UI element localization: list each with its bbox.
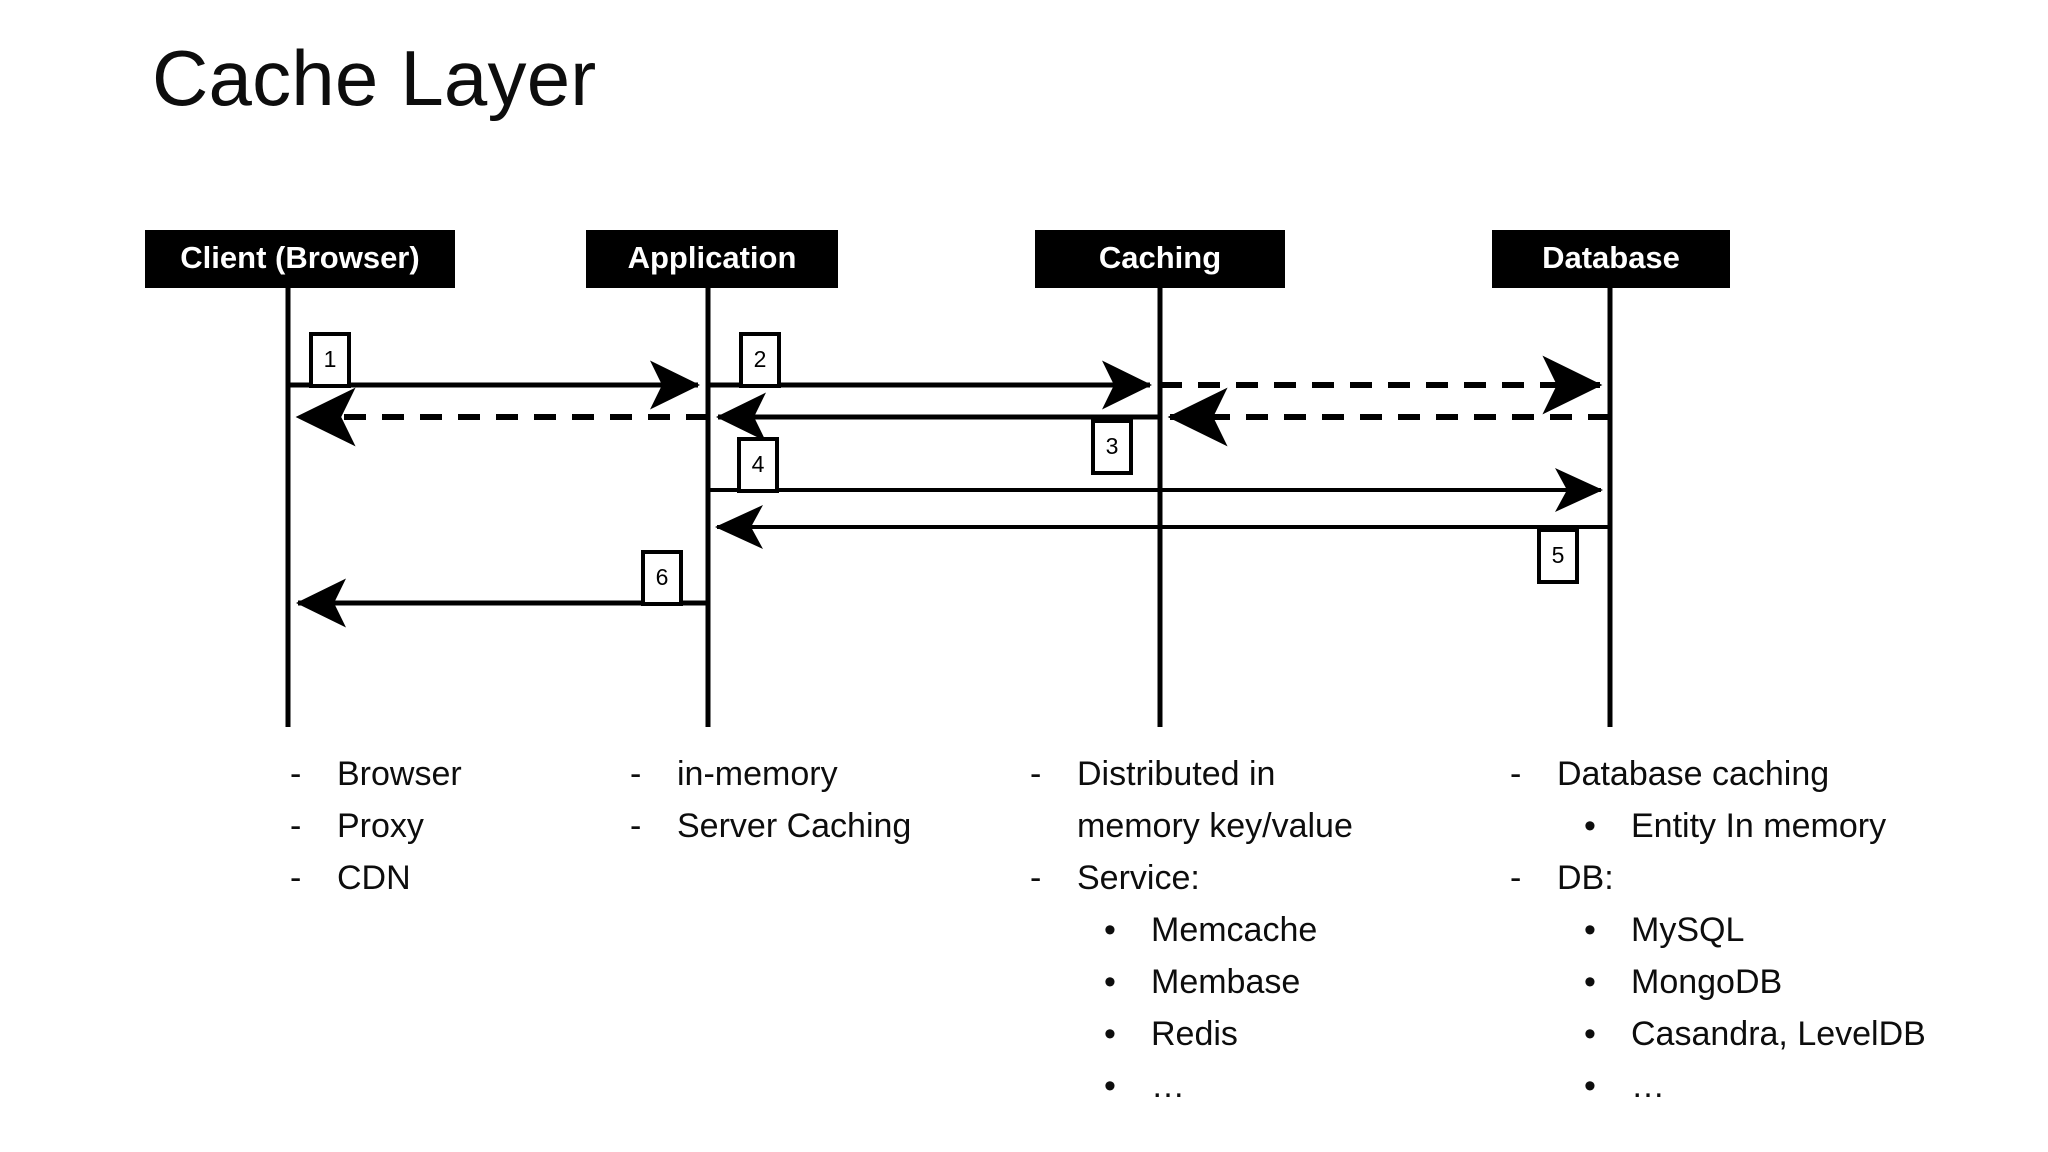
note-item: • MongoDB: [1510, 956, 1926, 1008]
note-item-label: Membase: [1151, 963, 1301, 1001]
page-title: Cache Layer: [152, 34, 597, 122]
sequence-label-text-2: 2: [754, 346, 767, 372]
note-item: -in-memory: [630, 748, 911, 800]
dot-bullet-icon: •: [1584, 911, 1596, 949]
dot-bullet-icon: •: [1584, 807, 1596, 845]
note-item: -DB:: [1510, 852, 1926, 904]
note-item-label: Entity In memory: [1631, 807, 1887, 845]
sequence-diagram-svg: Client (Browser) Application Caching Databa…: [145, 230, 1730, 727]
sequence-label-4: 4: [737, 437, 779, 493]
sequence-label-box-3: [1091, 419, 1133, 475]
note-item-label: Distributed in: [1077, 755, 1276, 793]
sequence-label-box-6: [641, 550, 683, 606]
database-notes: -Database caching•Entity In memory-DB:•M…: [1510, 748, 1926, 1112]
sequence-label-3: 3: [1091, 419, 1133, 475]
note-item: • Redis: [1030, 1008, 1353, 1060]
note-item-label: Database caching: [1557, 755, 1830, 793]
note-item-label: Service:: [1077, 859, 1200, 897]
application-notes: -in-memory-Server Caching: [630, 748, 911, 852]
note-item-label: Casandra, LevelDB: [1631, 1015, 1926, 1053]
sequence-label-6: 6: [641, 550, 683, 606]
client-notes: -Browser-Proxy-CDN: [290, 748, 462, 904]
sequence-label-5: 5: [1537, 528, 1579, 584]
dot-bullet-icon: •: [1104, 963, 1116, 1001]
actor-label-caching: Caching: [1099, 240, 1221, 275]
note-item-label: …: [1631, 1067, 1665, 1105]
notes-area: -Browser-Proxy-CDN-in-memory-Server Cach…: [0, 748, 2048, 1152]
sequence-label-text-1: 1: [324, 346, 337, 372]
dash-bullet-icon: -: [1030, 859, 1042, 897]
note-item: -Database caching: [1510, 748, 1926, 800]
actor-label-database: Database: [1542, 240, 1680, 275]
lifelines-group: [285, 288, 1613, 727]
sequence-label-text-5: 5: [1552, 542, 1565, 568]
sequence-label-box-5: [1537, 528, 1579, 584]
actor-header-caching[interactable]: Caching: [1035, 230, 1285, 288]
note-item: -Distributed in: [1030, 748, 1353, 800]
dash-bullet-icon: -: [1510, 859, 1522, 897]
note-item: -Proxy: [290, 800, 462, 852]
note-item: memory key/value: [1030, 800, 1353, 852]
dash-bullet-icon: -: [290, 859, 302, 897]
note-item: •…: [1030, 1060, 1353, 1112]
sequence-label-box-1: [309, 332, 351, 388]
actor-headers-group: Client (Browser) Application Caching Databa…: [145, 230, 1730, 288]
sequence-label-1: 1: [309, 332, 351, 388]
note-item: • MySQL: [1510, 904, 1926, 956]
actor-label-application: Application: [628, 240, 797, 275]
actor-box-client: [145, 230, 455, 288]
note-item: • Entity In memory: [1510, 800, 1926, 852]
actor-box-caching: [1035, 230, 1285, 288]
note-item-label: Browser: [337, 755, 462, 793]
dash-bullet-icon: -: [290, 807, 302, 845]
note-item-label: CDN: [337, 859, 411, 897]
sequence-label-box-4: [737, 437, 779, 493]
note-item-label: Server Caching: [677, 807, 912, 845]
sequence-label-text-3: 3: [1106, 433, 1119, 459]
note-item-label: MySQL: [1631, 911, 1745, 949]
sequence-label-text-6: 6: [656, 564, 669, 590]
dot-bullet-icon: •: [1584, 1015, 1596, 1053]
sequence-diagram: Client (Browser) Application Caching Databa…: [145, 230, 1730, 727]
note-item: •…: [1510, 1060, 1926, 1112]
actor-box-application: [586, 230, 838, 288]
dash-bullet-icon: -: [1030, 755, 1042, 793]
note-item-label: MongoDB: [1631, 963, 1783, 1001]
note-item: -Service:: [1030, 852, 1353, 904]
dash-bullet-icon: -: [290, 755, 302, 793]
dot-bullet-icon: •: [1104, 1015, 1116, 1053]
dash-bullet-icon: -: [1510, 755, 1522, 793]
messages-group: [288, 355, 1610, 628]
note-item-label: Proxy: [337, 807, 424, 845]
dash-bullet-icon: -: [630, 807, 642, 845]
actor-box-database: [1492, 230, 1730, 288]
note-item: -CDN: [290, 852, 462, 904]
note-item: • Casandra, LevelDB: [1510, 1008, 1926, 1060]
dot-bullet-icon: •: [1584, 1067, 1596, 1105]
note-item: -Server Caching: [630, 800, 911, 852]
note-item: -Browser: [290, 748, 462, 800]
note-item-label: …: [1151, 1067, 1185, 1105]
note-item: • Membase: [1030, 956, 1353, 1008]
dash-bullet-icon: -: [630, 755, 642, 793]
dot-bullet-icon: •: [1104, 1067, 1116, 1105]
actor-header-database[interactable]: Database: [1492, 230, 1730, 288]
sequence-label-box-2: [739, 332, 781, 388]
note-item-label: in-memory: [677, 755, 838, 793]
dot-bullet-icon: •: [1584, 963, 1596, 1001]
actor-header-client[interactable]: Client (Browser): [145, 230, 455, 288]
note-item-label: memory key/value: [1077, 807, 1353, 845]
actor-label-client: Client (Browser): [180, 240, 419, 275]
actor-header-application[interactable]: Application: [586, 230, 838, 288]
note-item-label: Redis: [1151, 1015, 1238, 1053]
dot-bullet-icon: •: [1104, 911, 1116, 949]
sequence-number-labels-group: 1 2 3 4 5 6: [309, 332, 1579, 606]
note-item-label: DB:: [1557, 859, 1614, 897]
note-item-label: Memcache: [1151, 911, 1318, 949]
sequence-label-text-4: 4: [752, 451, 765, 477]
note-item: • Memcache: [1030, 904, 1353, 956]
sequence-label-2: 2: [739, 332, 781, 388]
